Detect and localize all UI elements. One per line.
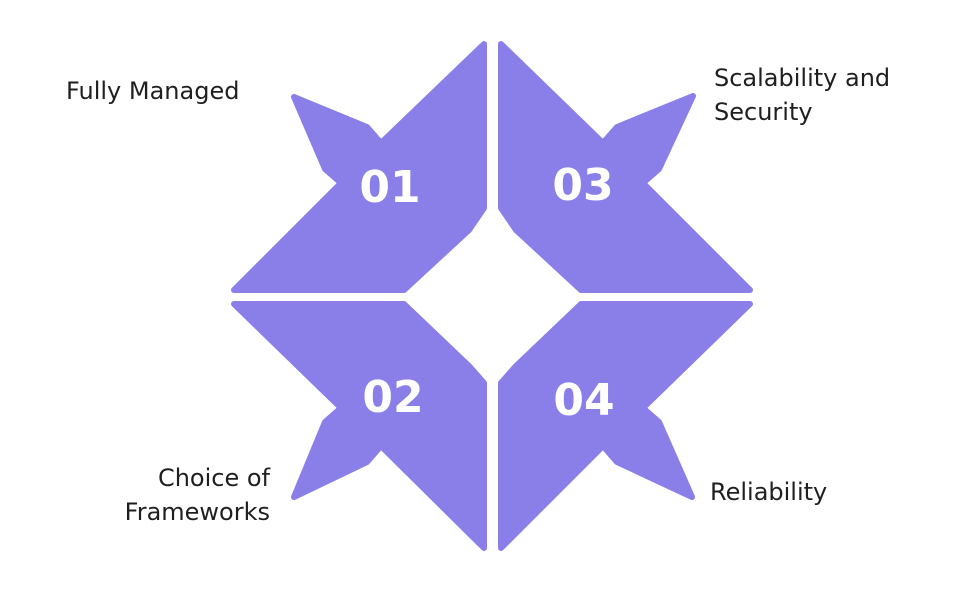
label-line: Scalability and bbox=[714, 64, 891, 92]
label-line: Frameworks bbox=[124, 498, 270, 526]
step-number-01: 01 bbox=[359, 162, 420, 213]
label-line: Reliability bbox=[710, 478, 828, 506]
quadrant-01: 01 bbox=[231, 41, 487, 293]
arrow-shape-01 bbox=[231, 41, 487, 293]
arrow-shape-03 bbox=[498, 41, 753, 293]
step-number-03: 03 bbox=[552, 160, 613, 211]
quadrant-03: 03 bbox=[498, 41, 753, 293]
step-number-04: 04 bbox=[553, 375, 614, 426]
label-fully-managed: Fully Managed bbox=[66, 74, 239, 108]
arrow-shape-02 bbox=[231, 301, 487, 551]
label-choice-of-frameworks: Choice of Frameworks bbox=[125, 461, 270, 529]
arrow-shape-04 bbox=[498, 301, 753, 551]
step-number-02: 02 bbox=[362, 372, 423, 423]
label-line: Choice of bbox=[157, 464, 270, 492]
label-line: Fully Managed bbox=[66, 77, 240, 105]
quadrant-04: 04 bbox=[498, 301, 753, 551]
label-reliability: Reliability bbox=[710, 475, 827, 509]
label-scalability-security: Scalability and Security bbox=[714, 61, 890, 129]
label-line: Security bbox=[714, 98, 813, 126]
quadrant-02: 02 bbox=[231, 301, 487, 551]
